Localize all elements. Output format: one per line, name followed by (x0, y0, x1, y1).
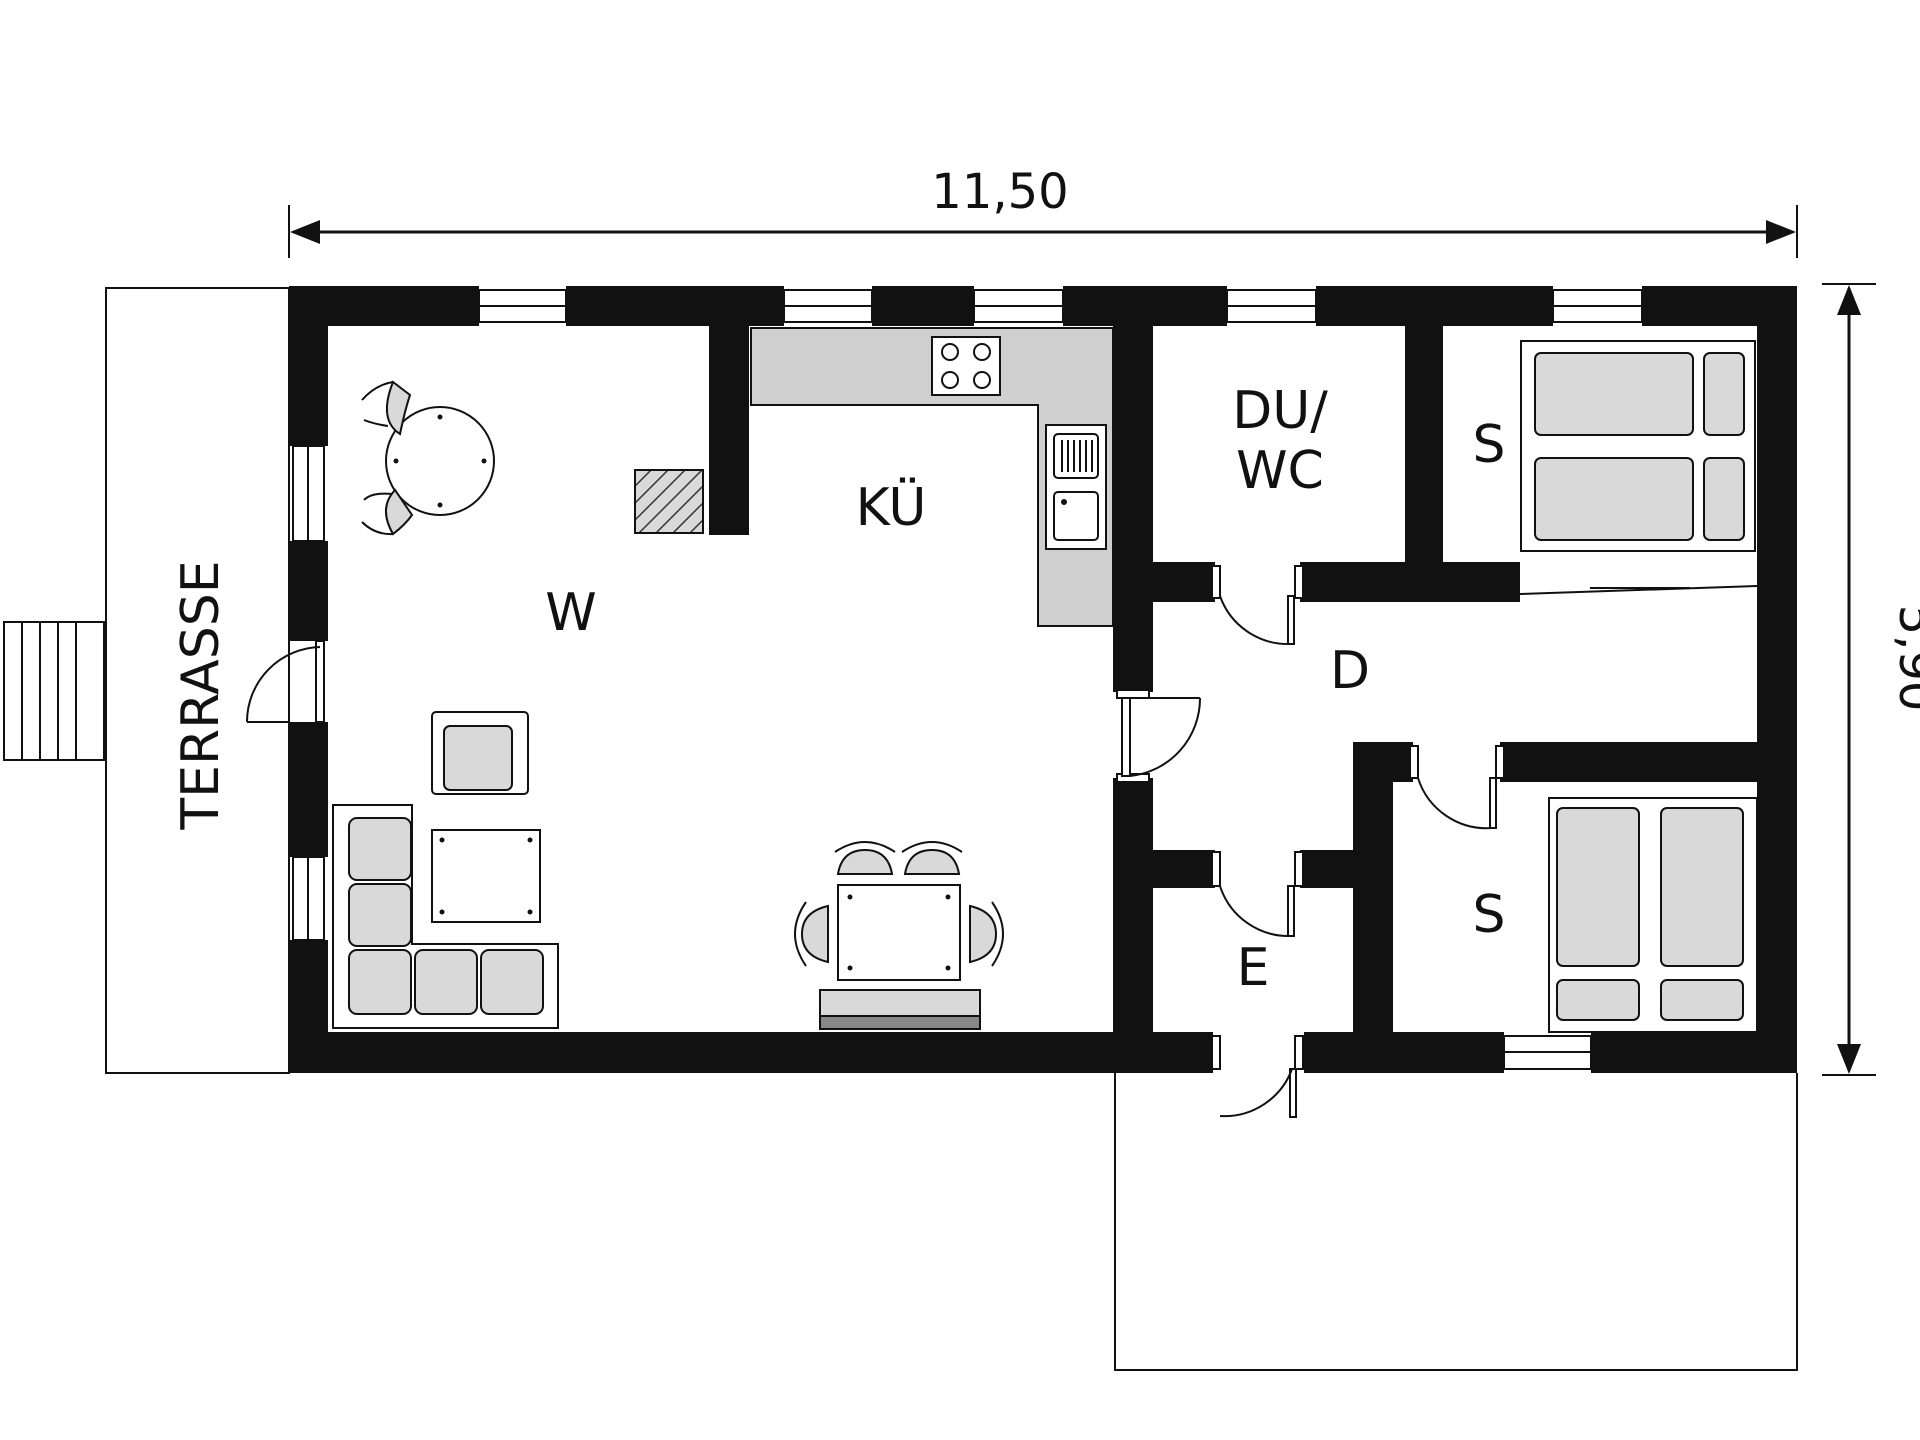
height-dimension-label: 5,90 (1888, 605, 1920, 712)
round-table (361, 380, 495, 536)
door-terrace (246, 640, 325, 723)
chair-icon (834, 841, 896, 875)
height-dimension: 5,90 (1822, 283, 1920, 1076)
room-label-shower-wc-line2: WC (1236, 441, 1324, 501)
walls (289, 286, 1797, 1073)
chair-icon (361, 488, 414, 536)
terrace-steps (3, 621, 105, 761)
room-label-shower-wc-line1: DU/ (1232, 381, 1328, 441)
door-living (1116, 689, 1202, 783)
door-bathroom (1211, 565, 1304, 646)
bed-top-bedroom (1520, 340, 1756, 552)
room-label-entrance: E (1237, 938, 1270, 998)
door-front (1211, 1035, 1304, 1118)
sink-icon (1045, 424, 1107, 550)
armchair (431, 711, 529, 795)
stove-icon (931, 336, 1001, 396)
dining-table (794, 841, 1004, 981)
kitchen-counter (750, 327, 1114, 627)
chair-icon (361, 380, 412, 436)
doors (246, 565, 1758, 1118)
terrace-deck (105, 287, 290, 1074)
chair-icon (794, 901, 829, 967)
corner-sofa (332, 804, 559, 1029)
windows (292, 289, 1643, 1070)
chair-icon (969, 901, 1004, 967)
room-label-hall: D (1330, 641, 1370, 701)
sliding-door (1519, 585, 1758, 595)
fireplace-icon (634, 469, 704, 534)
entrance-porch (1114, 1073, 1798, 1371)
coffee-table (431, 829, 541, 923)
room-label-bedroom-bottom: S (1472, 885, 1505, 945)
bench (819, 989, 981, 1030)
door-entrance-room (1211, 851, 1304, 938)
bed-bottom-bedroom (1548, 797, 1758, 1033)
width-dimension: 11,50 (288, 164, 1798, 258)
room-label-bedroom-top: S (1472, 415, 1505, 475)
room-label-kitchen: KÜ (856, 477, 927, 538)
room-label-terrace: TERRASSE (171, 560, 231, 830)
room-label-living: W (545, 583, 596, 643)
chair-icon (901, 841, 963, 875)
width-dimension-label: 11,50 (931, 164, 1068, 220)
door-bedroom-bottom (1409, 745, 1505, 830)
